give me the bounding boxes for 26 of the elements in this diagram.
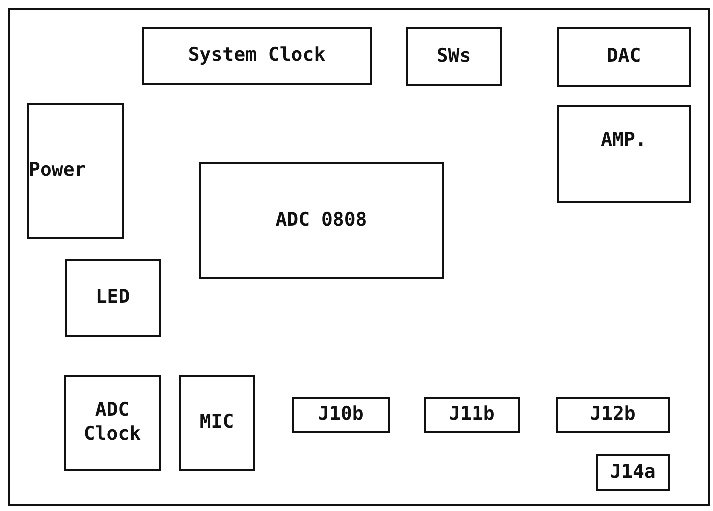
component-box bbox=[557, 27, 691, 87]
component-label: J11b bbox=[449, 403, 495, 427]
component-box bbox=[27, 103, 124, 239]
component-box bbox=[142, 27, 372, 85]
component-box bbox=[596, 454, 670, 491]
component-label: J12b bbox=[590, 403, 636, 427]
component-box bbox=[199, 162, 444, 279]
component-label: J10b bbox=[318, 403, 364, 427]
component-label: MIC bbox=[200, 411, 234, 435]
component-label: ADC 0808 bbox=[276, 208, 368, 232]
component-box bbox=[557, 105, 691, 203]
component-box bbox=[406, 27, 502, 86]
component-label: ADC Clock bbox=[82, 399, 142, 447]
component-box bbox=[64, 375, 161, 471]
component-label: LED bbox=[96, 286, 130, 310]
component-label: System Clock bbox=[188, 44, 326, 68]
component-label: AMP. bbox=[601, 129, 647, 153]
component-label: J14a bbox=[610, 460, 656, 484]
component-box bbox=[179, 375, 255, 471]
component-label: DAC bbox=[606, 45, 642, 69]
component-box bbox=[424, 397, 520, 433]
component-label: SWs bbox=[436, 44, 472, 68]
component-box bbox=[556, 397, 670, 433]
component-box bbox=[292, 397, 390, 433]
component-label: Power bbox=[29, 159, 86, 183]
component-box bbox=[65, 259, 161, 337]
